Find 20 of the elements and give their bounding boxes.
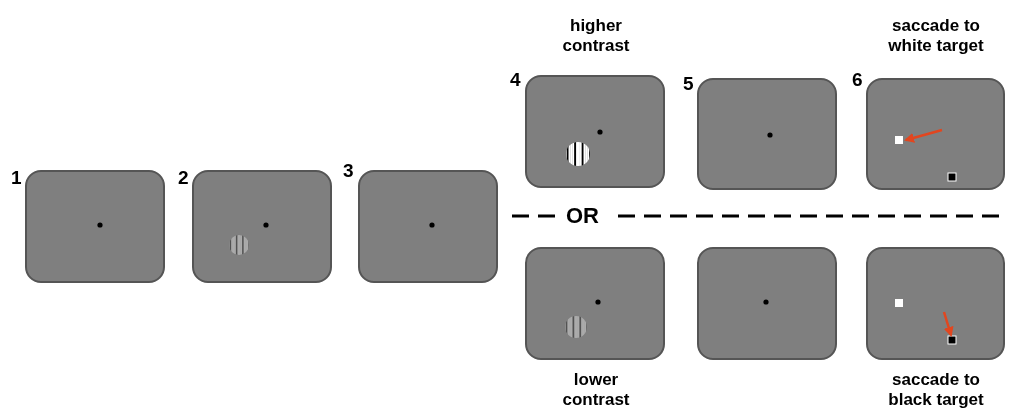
condition-caption: higher contrast xyxy=(561,16,631,56)
monitor-screen xyxy=(697,247,837,360)
step-number: 6 xyxy=(852,70,863,90)
monitor-screen xyxy=(525,75,665,188)
monitor-screen xyxy=(358,170,498,283)
step-number: 5 xyxy=(683,74,694,94)
monitor-screen xyxy=(525,247,665,360)
monitor-screen xyxy=(192,170,332,283)
step-number: 2 xyxy=(178,168,189,188)
step-number: 3 xyxy=(343,161,354,181)
condition-caption: saccade to white target xyxy=(887,16,985,56)
monitor-screen xyxy=(866,247,1005,360)
step-number: 4 xyxy=(510,70,521,90)
monitor-screen xyxy=(866,78,1005,190)
divider-label: OR xyxy=(566,204,599,228)
step-number: 1 xyxy=(11,168,22,188)
condition-caption: lower contrast xyxy=(561,370,631,410)
monitor-screen xyxy=(697,78,837,190)
condition-caption: saccade to black target xyxy=(887,370,985,410)
monitor-screen xyxy=(25,170,165,283)
